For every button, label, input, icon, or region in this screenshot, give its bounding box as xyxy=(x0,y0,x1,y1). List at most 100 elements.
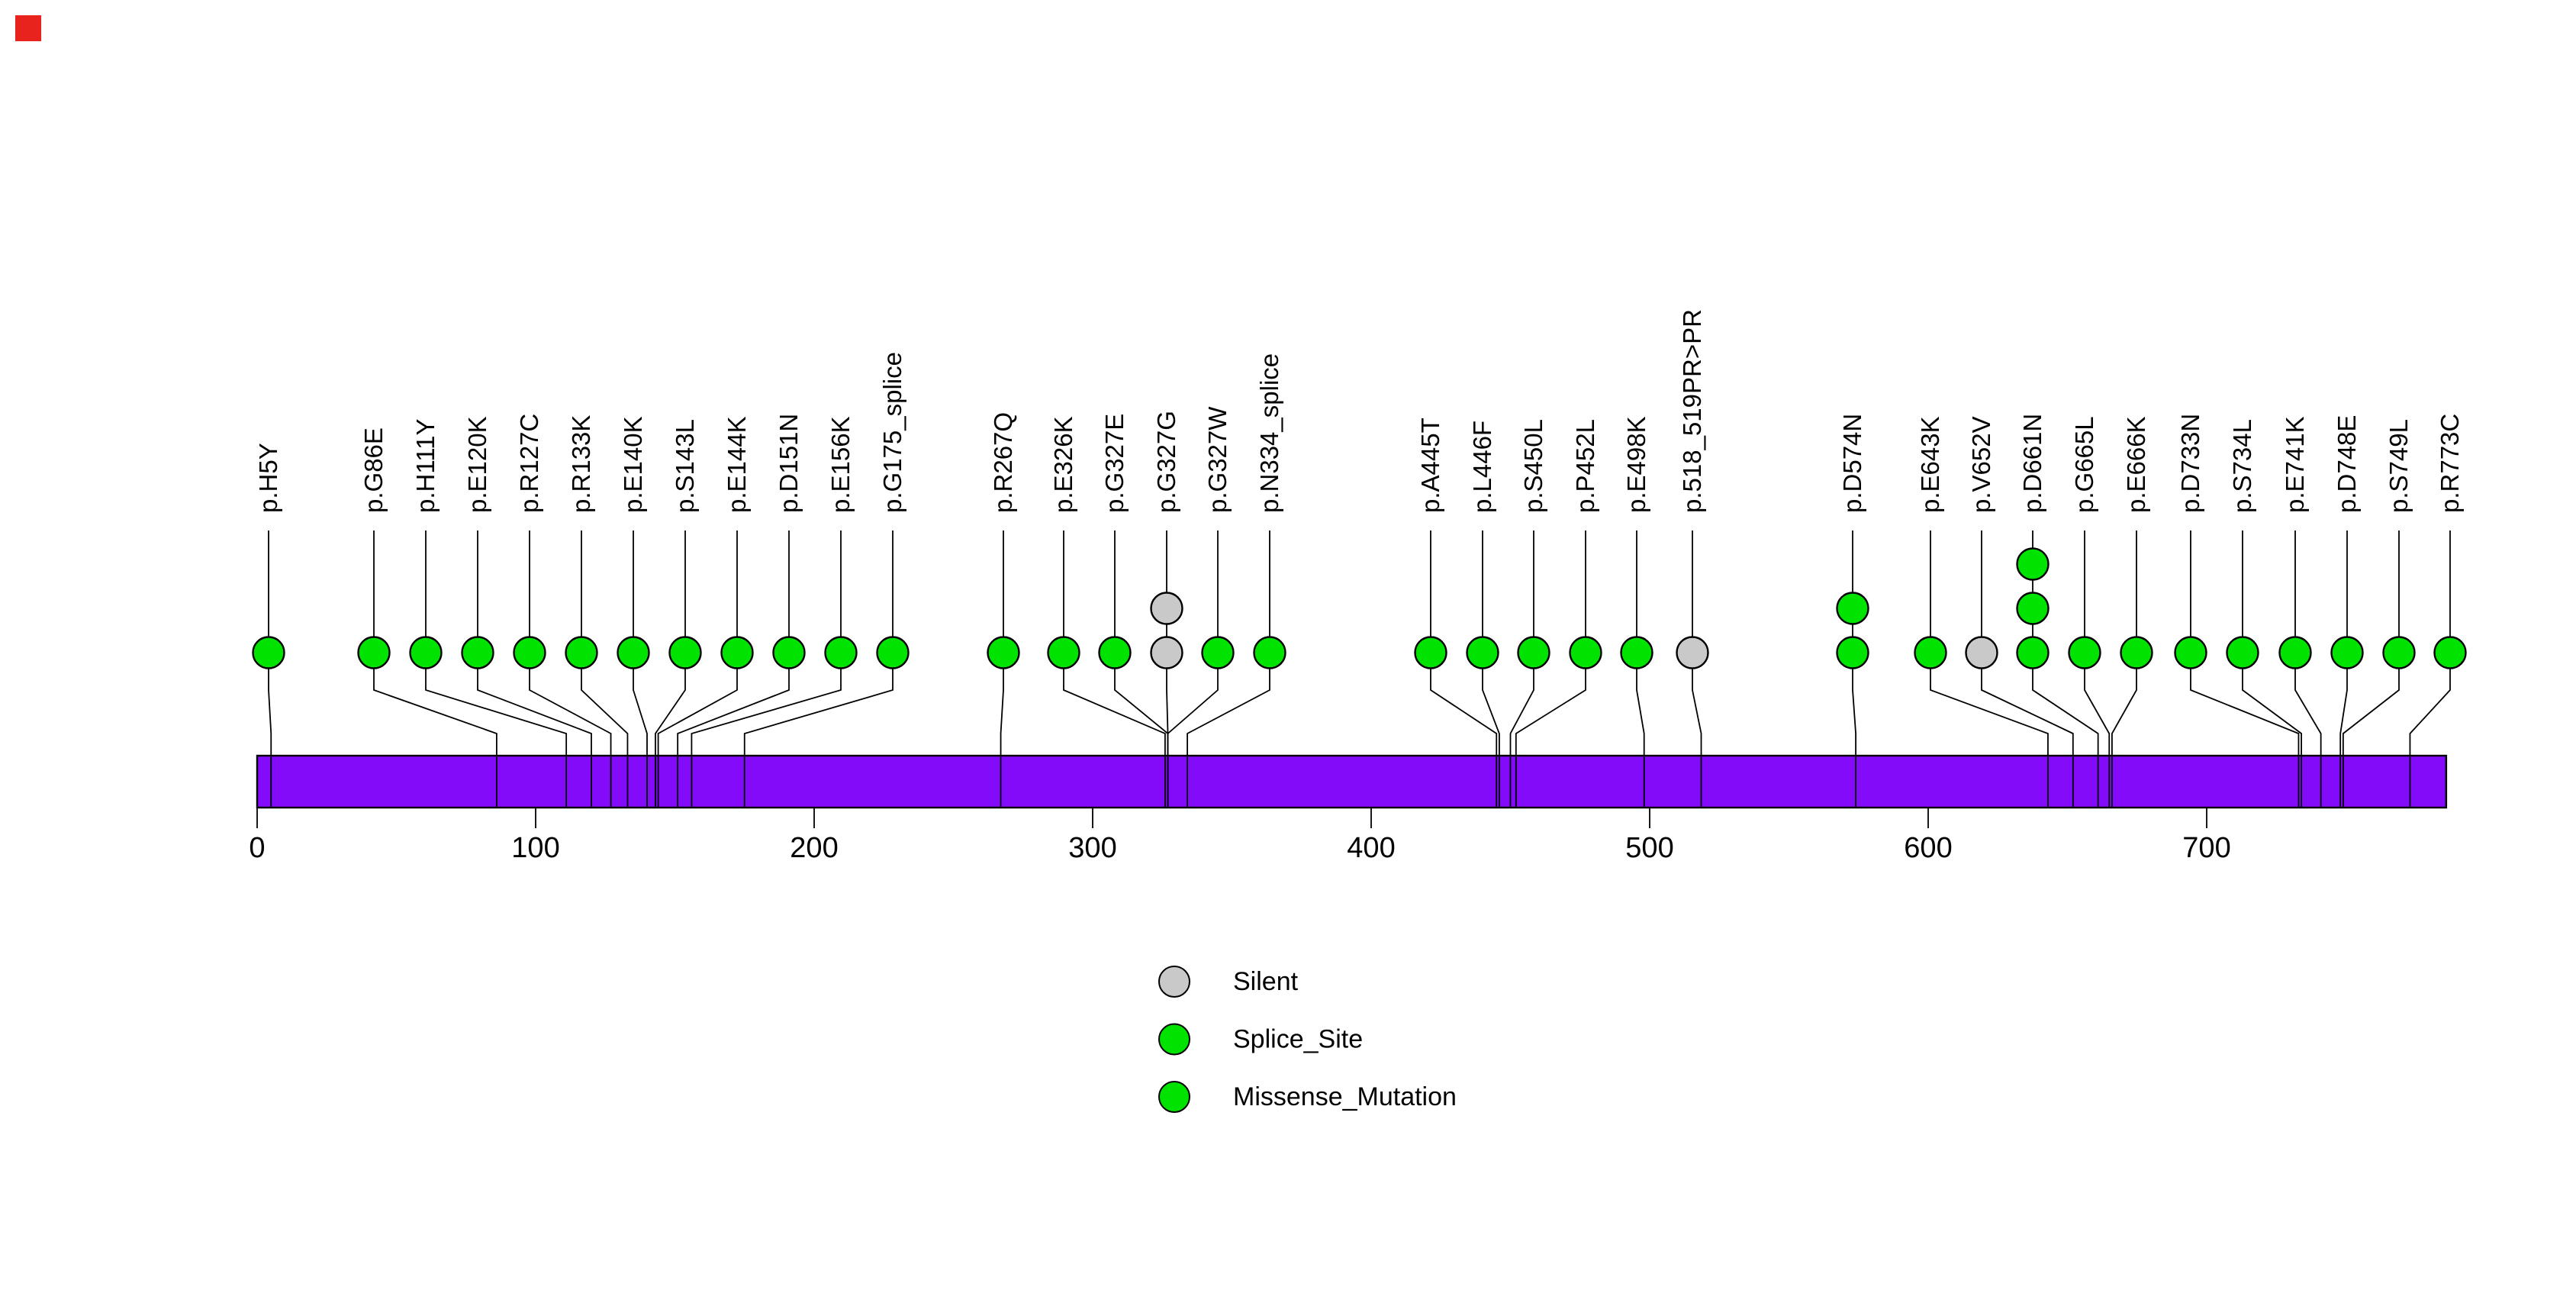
mutation-label: p.S143L xyxy=(671,419,699,513)
mutation-label: p.D748E xyxy=(2333,415,2361,513)
mutation-circle xyxy=(409,636,443,669)
mutation-connector xyxy=(633,531,648,808)
mutation-circle xyxy=(461,636,494,669)
mutation-label: p.N334_splice xyxy=(1255,353,1283,513)
mutation-label: p.E741K xyxy=(2281,416,2309,513)
mutation-circle xyxy=(617,636,650,669)
mutation-label: p.S749L xyxy=(2384,419,2413,513)
mutation-circle xyxy=(1253,636,1286,669)
mutation-circle xyxy=(1914,636,1947,669)
mutation-circle xyxy=(2174,636,2207,669)
mutation-connector xyxy=(2190,531,2300,808)
mutation-label: p.D733N xyxy=(2176,414,2204,513)
mutation-connector xyxy=(477,531,592,808)
mutation-label: p.E326K xyxy=(1049,416,1077,513)
mutation-circle xyxy=(1150,592,1183,625)
mutation-circle xyxy=(824,636,858,669)
axis-tick-label: 500 xyxy=(1625,832,1673,864)
red-marker xyxy=(15,15,41,41)
legend-label: Silent xyxy=(1233,967,1299,996)
mutation-label: p.E120K xyxy=(463,416,491,513)
mutation-circle xyxy=(513,636,546,669)
mutation-connector xyxy=(2409,531,2451,808)
mutation-label: p.L446F xyxy=(1468,421,1496,513)
mutation-label: p.518_519PR>PR xyxy=(1678,309,1706,513)
mutation-label: p.E144K xyxy=(723,416,751,513)
mutation-circle xyxy=(772,636,806,669)
mutation-connector xyxy=(657,531,738,808)
mutation-circle xyxy=(2226,636,2259,669)
mutation-circle xyxy=(2278,636,2312,669)
mutation-connector xyxy=(677,531,790,808)
axis-tick-label: 300 xyxy=(1068,832,1116,864)
mutation-connector xyxy=(425,531,568,808)
mutation-connector xyxy=(373,531,497,808)
mutation-label: p.S734L xyxy=(2228,419,2256,513)
mutation-circle xyxy=(987,636,1020,669)
mutation-circle xyxy=(252,636,285,669)
mutation-label: p.V652V xyxy=(1967,416,1995,513)
mutation-circle xyxy=(2433,636,2467,669)
mutation-label: p.D661N xyxy=(2018,414,2046,513)
mutation-connector xyxy=(268,531,272,808)
mutation-label: p.R267Q xyxy=(989,412,1017,513)
mutation-connector xyxy=(1063,531,1166,808)
mutation-circle xyxy=(2016,547,2050,581)
mutation-circle xyxy=(1620,636,1653,669)
mutation-label: p.E498K xyxy=(1622,416,1650,513)
mutation-circle xyxy=(1965,636,1998,669)
mutation-label: p.H5Y xyxy=(254,443,282,513)
mutation-circle xyxy=(2016,592,2050,625)
mutation-label: p.G327E xyxy=(1100,414,1129,513)
mutation-circle xyxy=(1466,636,1499,669)
mutation-connector xyxy=(1509,531,1534,808)
mutation-label: p.D574N xyxy=(1838,414,1866,513)
protein-bar xyxy=(256,754,2448,809)
mutation-connector xyxy=(2111,531,2137,808)
mutation-label: p.A445T xyxy=(1416,418,1444,513)
mutation-connector xyxy=(1000,531,1004,808)
mutation-label: p.G86E xyxy=(359,427,388,513)
axis-tick-label: 200 xyxy=(790,832,838,864)
mutation-label: p.S450L xyxy=(1519,419,1547,513)
axis-tick-label: 400 xyxy=(1347,832,1395,864)
mutation-connector xyxy=(2342,531,2400,808)
mutation-circle xyxy=(1201,636,1235,669)
mutation-circle xyxy=(876,636,910,669)
mutation-connector xyxy=(1930,531,2049,808)
mutation-label: p.G327W xyxy=(1203,406,1232,513)
mutation-circle xyxy=(1047,636,1080,669)
mutation-circle xyxy=(2382,636,2416,669)
mutation-connector xyxy=(1636,531,1645,808)
axis-tick-label: 700 xyxy=(2182,832,2230,864)
mutation-label: p.R133K xyxy=(567,415,595,513)
mutation-label: p.G665L xyxy=(2070,416,2098,513)
mutation-label: p.G175_splice xyxy=(878,352,906,513)
mutation-label: p.E666K xyxy=(2122,416,2150,513)
mutation-circle xyxy=(2016,636,2050,669)
mutation-label: p.R773C xyxy=(2436,414,2464,513)
mutation-connector xyxy=(2242,531,2302,808)
mutation-circle xyxy=(1569,636,1602,669)
axis-tick-label: 0 xyxy=(249,832,265,864)
mutation-circle xyxy=(1517,636,1550,669)
mutation-connector xyxy=(529,531,612,808)
mutation-circle xyxy=(1414,636,1447,669)
mutation-connector xyxy=(1167,531,1219,808)
axis-tick-label: 600 xyxy=(1904,832,1952,864)
mutation-connector xyxy=(581,531,629,808)
mutation-connector xyxy=(655,531,686,808)
legend-swatch xyxy=(1158,1023,1190,1056)
mutation-label: p.E140K xyxy=(619,416,647,513)
mutation-circle xyxy=(720,636,754,669)
mutation-connector xyxy=(1692,531,1702,808)
mutation-label: p.G327G xyxy=(1152,411,1180,513)
mutation-circle xyxy=(357,636,391,669)
mutation-connector xyxy=(691,531,842,808)
axis-tick-label: 100 xyxy=(511,832,559,864)
mutation-label: p.E156K xyxy=(826,416,855,513)
mutation-circle xyxy=(668,636,702,669)
legend-swatch xyxy=(1158,966,1190,998)
